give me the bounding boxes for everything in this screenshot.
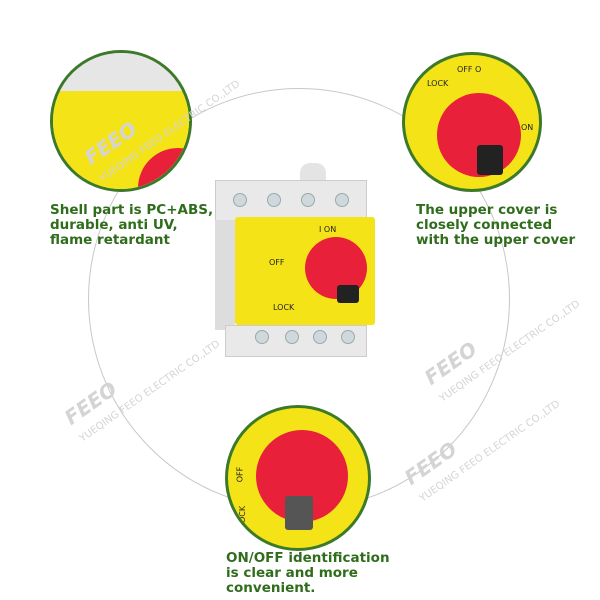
caption-line: ON/OFF identification: [226, 550, 390, 566]
lock-label: LOCK: [273, 303, 295, 312]
caption-line: The upper cover is: [416, 202, 558, 218]
caption-onoff: ON/OFF identification is clear and more …: [226, 551, 390, 596]
caption-line: convenient.: [226, 580, 316, 596]
off-label: OFF: [269, 258, 285, 267]
detail-cover: OFF O LOCK ON: [402, 52, 542, 192]
off-label: OFF O: [457, 65, 482, 74]
lock-label: LOCK: [238, 505, 248, 528]
caption-line: flame retardant: [50, 232, 170, 248]
caption-line: durable, anti UV,: [50, 217, 178, 233]
lock-label: LOCK: [427, 79, 449, 88]
caption-line: Shell part is PC+ABS,: [50, 202, 214, 218]
on-label: I ON: [319, 225, 337, 234]
off-label: OFF: [235, 466, 245, 483]
on-label: ON: [521, 123, 534, 132]
caption-line: is clear and more: [226, 565, 358, 581]
caption-shell: Shell part is PC+ABS, durable, anti UV, …: [50, 203, 213, 248]
detail-onoff: OFF LOCK: [225, 405, 371, 551]
caption-line: with the upper cover: [416, 232, 576, 248]
caption-line: closely connected: [416, 217, 553, 233]
caption-cover: The upper cover is closely connected wit…: [416, 203, 575, 248]
detail-shell: [50, 50, 192, 192]
isolator-switch: I ON OFF LOCK: [215, 163, 375, 357]
